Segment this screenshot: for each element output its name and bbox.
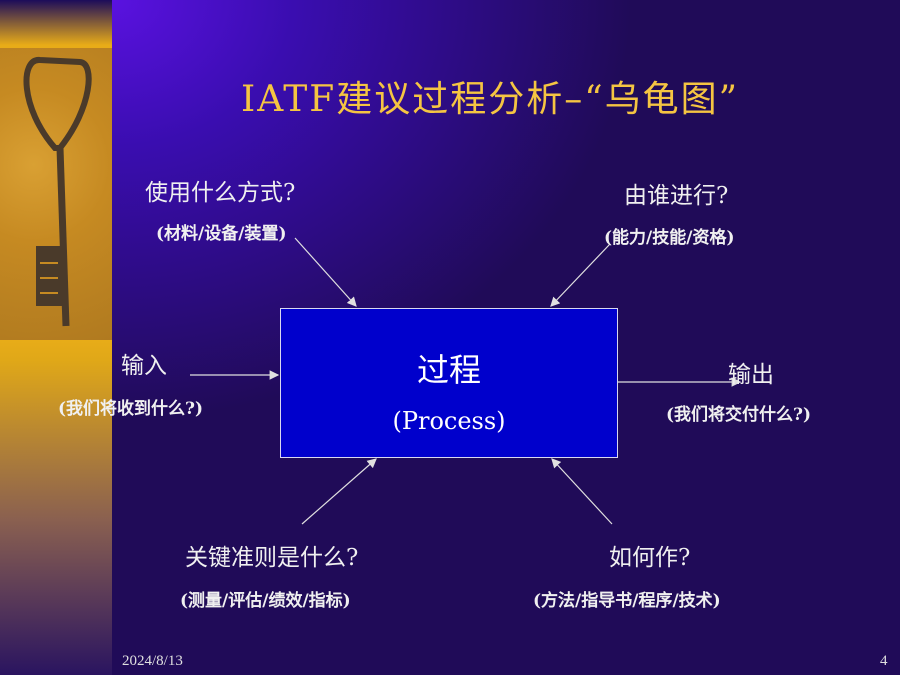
process-sublabel: (Process) xyxy=(392,407,506,435)
slide-title: IATF建议过程分析–“乌龟图” xyxy=(240,79,740,120)
bottom-left-detail: (测量/评估/绩效/指标) xyxy=(180,591,351,611)
arrow-bottom-right xyxy=(551,458,613,525)
footer-date: 2024/8/13 xyxy=(122,653,183,669)
bottom-left-question: 关键准则是什么? xyxy=(185,545,359,571)
top-right-detail: (能力/技能/资格) xyxy=(604,228,735,248)
output-label: 输出 xyxy=(728,362,774,388)
input-label: 输入 xyxy=(121,353,167,379)
top-left-detail: (材料/设备/装置) xyxy=(156,224,287,244)
process-label: 过程 xyxy=(416,351,481,389)
top-left-question: 使用什么方式? xyxy=(145,180,296,206)
output-detail: (我们将交付什么?) xyxy=(666,405,812,425)
arrow-top-left xyxy=(294,237,357,307)
bottom-right-detail: (方法/指导书/程序/技术) xyxy=(533,591,721,611)
top-right-question: 由谁进行? xyxy=(624,183,729,209)
arrow-top-right xyxy=(550,243,611,307)
arrow-bottom-left xyxy=(301,458,377,525)
process-box: 过程 (Process) xyxy=(280,308,618,458)
key-image xyxy=(0,48,112,340)
key-icon xyxy=(23,57,92,327)
page-number: 4 xyxy=(880,653,888,669)
input-detail: (我们将收到什么?) xyxy=(58,399,204,419)
bottom-right-question: 如何作? xyxy=(609,545,691,571)
